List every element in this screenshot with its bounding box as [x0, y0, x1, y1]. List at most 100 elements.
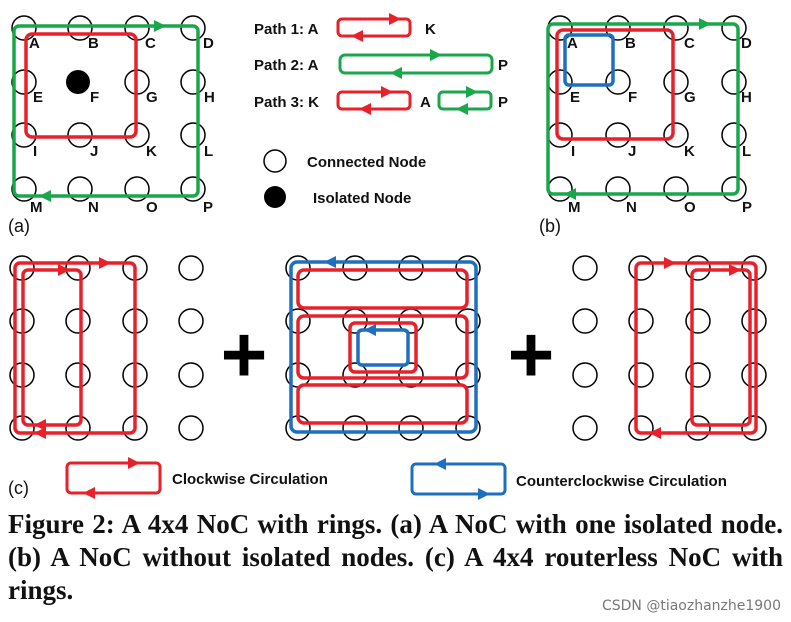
panel-c-middle-red-top-ring [296, 268, 469, 310]
isolated-node-icon [264, 186, 286, 208]
panel-c-left-outer-ring [13, 261, 137, 435]
connected-node [67, 122, 93, 148]
clockwise-legend-ring [65, 461, 162, 495]
counterclockwise-legend-ring [410, 462, 507, 496]
panel-a-red-ring [24, 32, 138, 139]
node-label: I [571, 143, 575, 160]
connected-node [178, 255, 204, 281]
isolated-node-f [66, 70, 90, 94]
node-label: P [203, 199, 213, 216]
connected-node [685, 415, 711, 441]
panel-c-middle-blue-outer-ring [289, 260, 478, 434]
node-label: D [741, 35, 752, 52]
path1-end: K [425, 21, 436, 38]
node-label: O [146, 199, 158, 216]
figure-caption: Figure 2: A 4x4 NoC with rings. (a) A No… [8, 509, 783, 605]
path1-label: Path 1: A [254, 21, 319, 38]
node-label: I [33, 143, 37, 160]
node-label: L [742, 143, 751, 160]
connected-node [547, 69, 573, 95]
connected-node [178, 308, 204, 334]
node-label: G [684, 89, 696, 106]
connected-node [342, 415, 368, 441]
node-label: F [90, 89, 99, 106]
path2-ring [338, 53, 494, 75]
node-label: B [625, 35, 636, 52]
connected-node [663, 15, 689, 41]
connected-node [178, 362, 204, 388]
panel-c-right-nodes [572, 255, 767, 441]
connected-node [741, 308, 767, 334]
connected-node [11, 122, 37, 148]
connected-node [663, 122, 689, 148]
path3-label: Path 3: K [254, 94, 319, 111]
panel-c-middle-nodes [285, 255, 481, 441]
panel-a: A B C D E F G H I J K L M N O P (a) [8, 15, 215, 236]
panel-c-right-inner-ring [690, 268, 752, 427]
connected-node [180, 176, 206, 202]
connected-node [741, 255, 767, 281]
connected-node-label: Connected Node [307, 154, 426, 171]
node-label: A [567, 35, 578, 52]
connected-node [547, 176, 573, 202]
panel-a-nodes [11, 15, 206, 202]
connected-node [721, 69, 747, 95]
panel-b: A B C D E F G H I J K L M N O P (b) [539, 15, 752, 236]
connected-node [65, 255, 91, 281]
connected-node [741, 415, 767, 441]
node-label: P [742, 199, 752, 216]
panel-c-middle-red-inner-ring [348, 321, 418, 374]
connected-node [180, 15, 206, 41]
connected-node [124, 176, 150, 202]
plus-sign: + [221, 310, 268, 399]
connected-node [67, 176, 93, 202]
connected-node [605, 122, 631, 148]
connected-node [685, 362, 711, 388]
isolated-node-label: Isolated Node [313, 190, 411, 207]
connected-node-icon [263, 149, 287, 173]
path3-green-ring [437, 90, 493, 111]
panel-a-label: (a) [8, 216, 30, 236]
panel-c-left-nodes [9, 255, 204, 441]
watermark: CSDN @tiaozhanzhe1900 [601, 598, 781, 614]
plus-sign: + [508, 310, 555, 399]
node-label: B [88, 35, 99, 52]
node-label: E [570, 89, 580, 106]
node-label: K [684, 143, 695, 160]
node-label: K [146, 143, 157, 160]
node-label: C [145, 35, 156, 52]
connected-node [605, 176, 631, 202]
panel-a-green-ring [12, 24, 200, 198]
node-label: N [626, 199, 637, 216]
connected-node [721, 15, 747, 41]
connected-node [721, 176, 747, 202]
connected-node [685, 255, 711, 281]
panel-c-middle-red-mid-ring [296, 314, 469, 380]
path2-end: P [498, 57, 508, 74]
node-label: L [204, 143, 213, 160]
connected-node [628, 255, 654, 281]
connected-node [572, 255, 598, 281]
panel-b-green-ring [546, 22, 740, 196]
connected-node [628, 362, 654, 388]
node-label: A [29, 35, 40, 52]
connected-node [572, 362, 598, 388]
path-legend: Path 1: A K Path 2: A P Path 3: K A P Co… [254, 13, 508, 208]
panel-b-blue-ring [563, 33, 615, 87]
connected-node [180, 122, 206, 148]
panel-c-right-outer-ring [634, 261, 758, 435]
path3-mid: A [420, 94, 431, 111]
connected-node [741, 362, 767, 388]
connected-node [65, 415, 91, 441]
counterclockwise-legend-label: Counterclockwise Circulation [516, 473, 727, 490]
panel-c-label: (c) [8, 478, 29, 498]
connected-node [721, 122, 747, 148]
path3-end: P [498, 94, 508, 111]
connected-node [180, 69, 206, 95]
node-label: D [203, 35, 214, 52]
connected-node [342, 362, 368, 388]
connected-node [572, 308, 598, 334]
node-label: F [628, 89, 637, 106]
connected-node [572, 415, 598, 441]
